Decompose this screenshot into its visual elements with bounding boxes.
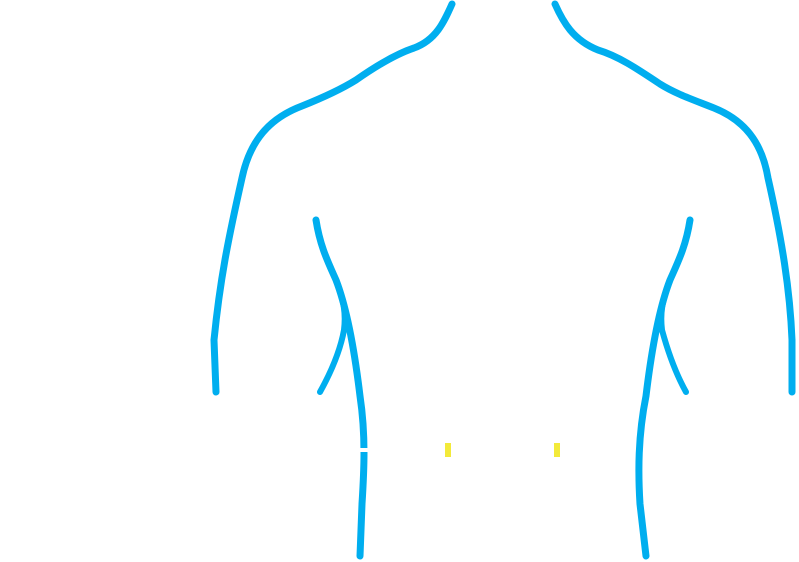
outline-gap [356,448,372,452]
left-torso-outline [312,216,368,560]
right-arm-crease [658,277,689,395]
left-arm-crease [317,277,348,395]
marker-right [554,443,560,457]
right-torso-outline [635,216,694,560]
body-outline [210,0,796,560]
marker-left [445,443,451,457]
right-shoulder-arm-outline [551,0,796,396]
left-shoulder-arm-outline [210,0,456,396]
